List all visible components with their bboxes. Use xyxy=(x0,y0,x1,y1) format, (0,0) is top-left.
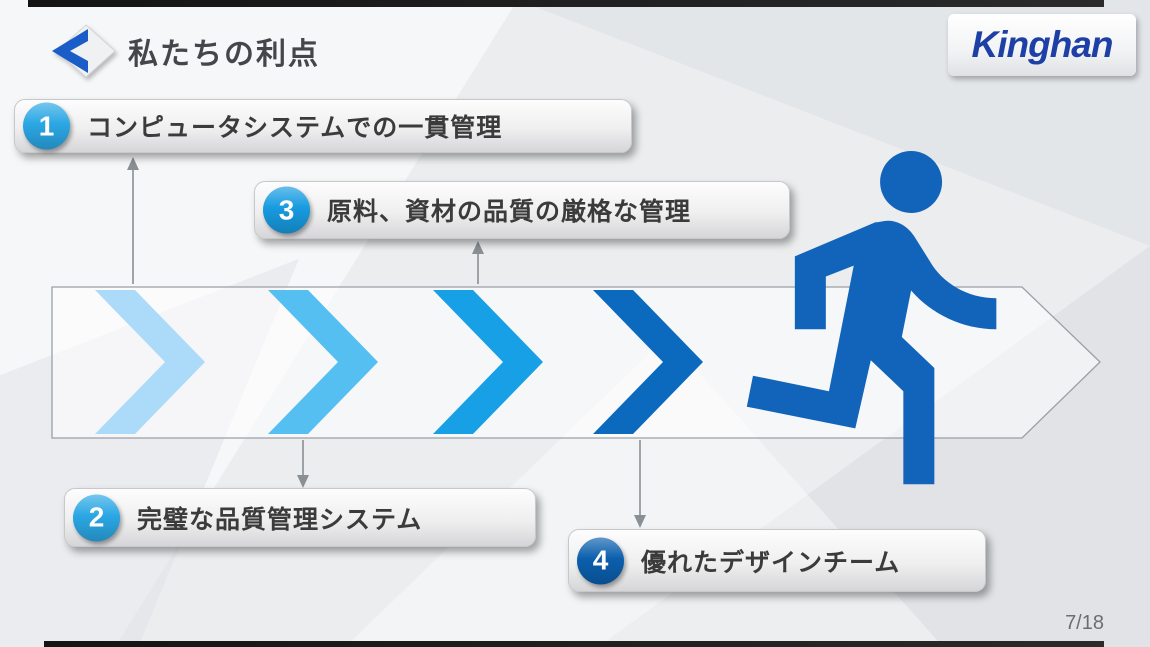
logo-text: Kinghan xyxy=(971,24,1114,65)
callout-4-label: 優れたデザインチーム xyxy=(641,548,901,577)
chevron-2 xyxy=(268,290,378,434)
slide-header: 私たちの利点 xyxy=(40,24,320,78)
company-logo: Kinghan xyxy=(948,14,1136,76)
chevron-4 xyxy=(593,290,703,434)
connector-arrowhead-3 xyxy=(472,241,484,254)
top-border-bar xyxy=(28,0,1104,7)
callout-1-label: コンピュータシステムでの一貫管理 xyxy=(87,114,503,142)
callout-4-badge: 4 xyxy=(577,537,624,584)
connector-arrowhead-2 xyxy=(297,475,309,488)
connector-arrowhead-1 xyxy=(127,157,139,170)
chevron-3 xyxy=(433,290,543,434)
page-number: 7/18 xyxy=(1065,612,1104,634)
callout-3: 3 原料、資材の品質の厳格な管理 xyxy=(254,181,790,239)
connector-arrowhead-4 xyxy=(634,515,646,528)
chevron-1 xyxy=(95,290,205,434)
callout-1: 1 コンピュータシステムでの一貫管理 xyxy=(14,99,632,153)
callout-4: 4 優れたデザインチーム xyxy=(568,529,986,592)
title-diamond-arrow-icon xyxy=(52,24,116,78)
bottom-border-bar xyxy=(44,641,1104,647)
callout-3-badge: 3 xyxy=(263,186,310,234)
page-title: 私たちの利点 xyxy=(128,38,320,71)
callout-3-label: 原料、資材の品質の厳格な管理 xyxy=(327,198,692,226)
callout-2-label: 完璧な品質管理システム xyxy=(137,505,423,534)
callout-2-badge: 2 xyxy=(73,494,120,541)
running-person-icon xyxy=(746,150,997,485)
callout-1-badge: 1 xyxy=(23,102,70,150)
callout-2: 2 完璧な品質管理システム xyxy=(64,488,536,547)
